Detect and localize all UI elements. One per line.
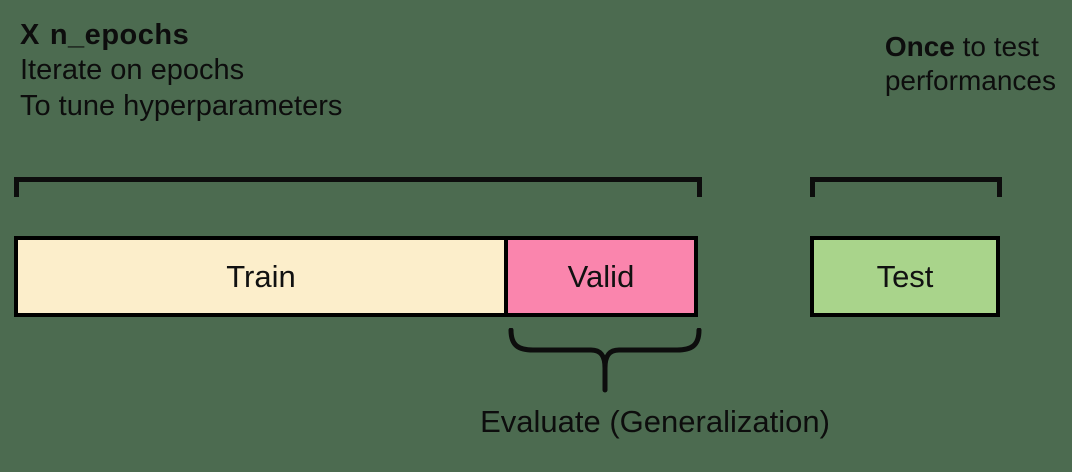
right-annotation-line-1: Once to test [885, 30, 1056, 64]
test-bracket [810, 177, 1002, 197]
epoch-multiplier-symbol: X [20, 19, 40, 51]
test-label: Test [876, 258, 934, 294]
left-annotation-line-2: Iterate on epochs [20, 54, 245, 87]
evaluate-curly-brace [505, 328, 705, 394]
right-annotation-rest: to test [954, 31, 1039, 62]
evaluate-generalization-label: Evaluate (Generalization) [480, 404, 830, 439]
left-annotation-line-3: To tune hyperparameters [20, 89, 343, 122]
right-annotation-line-2: performances [884, 65, 1056, 97]
right-annotation-block: Once to test performances [885, 30, 1056, 98]
epoch-variable-name: n_epochs [49, 19, 190, 51]
train-label: Train [226, 258, 296, 294]
right-annotation-emphasis: Once [884, 31, 955, 62]
valid-label: Valid [567, 258, 635, 294]
train-segment[interactable]: Train [18, 240, 508, 313]
dataset-split-bar: Train Valid [14, 236, 698, 317]
train-valid-bracket [14, 177, 702, 197]
curly-brace-icon [508, 328, 702, 393]
test-segment[interactable]: Test [810, 236, 1000, 317]
valid-segment[interactable]: Valid [508, 240, 694, 313]
